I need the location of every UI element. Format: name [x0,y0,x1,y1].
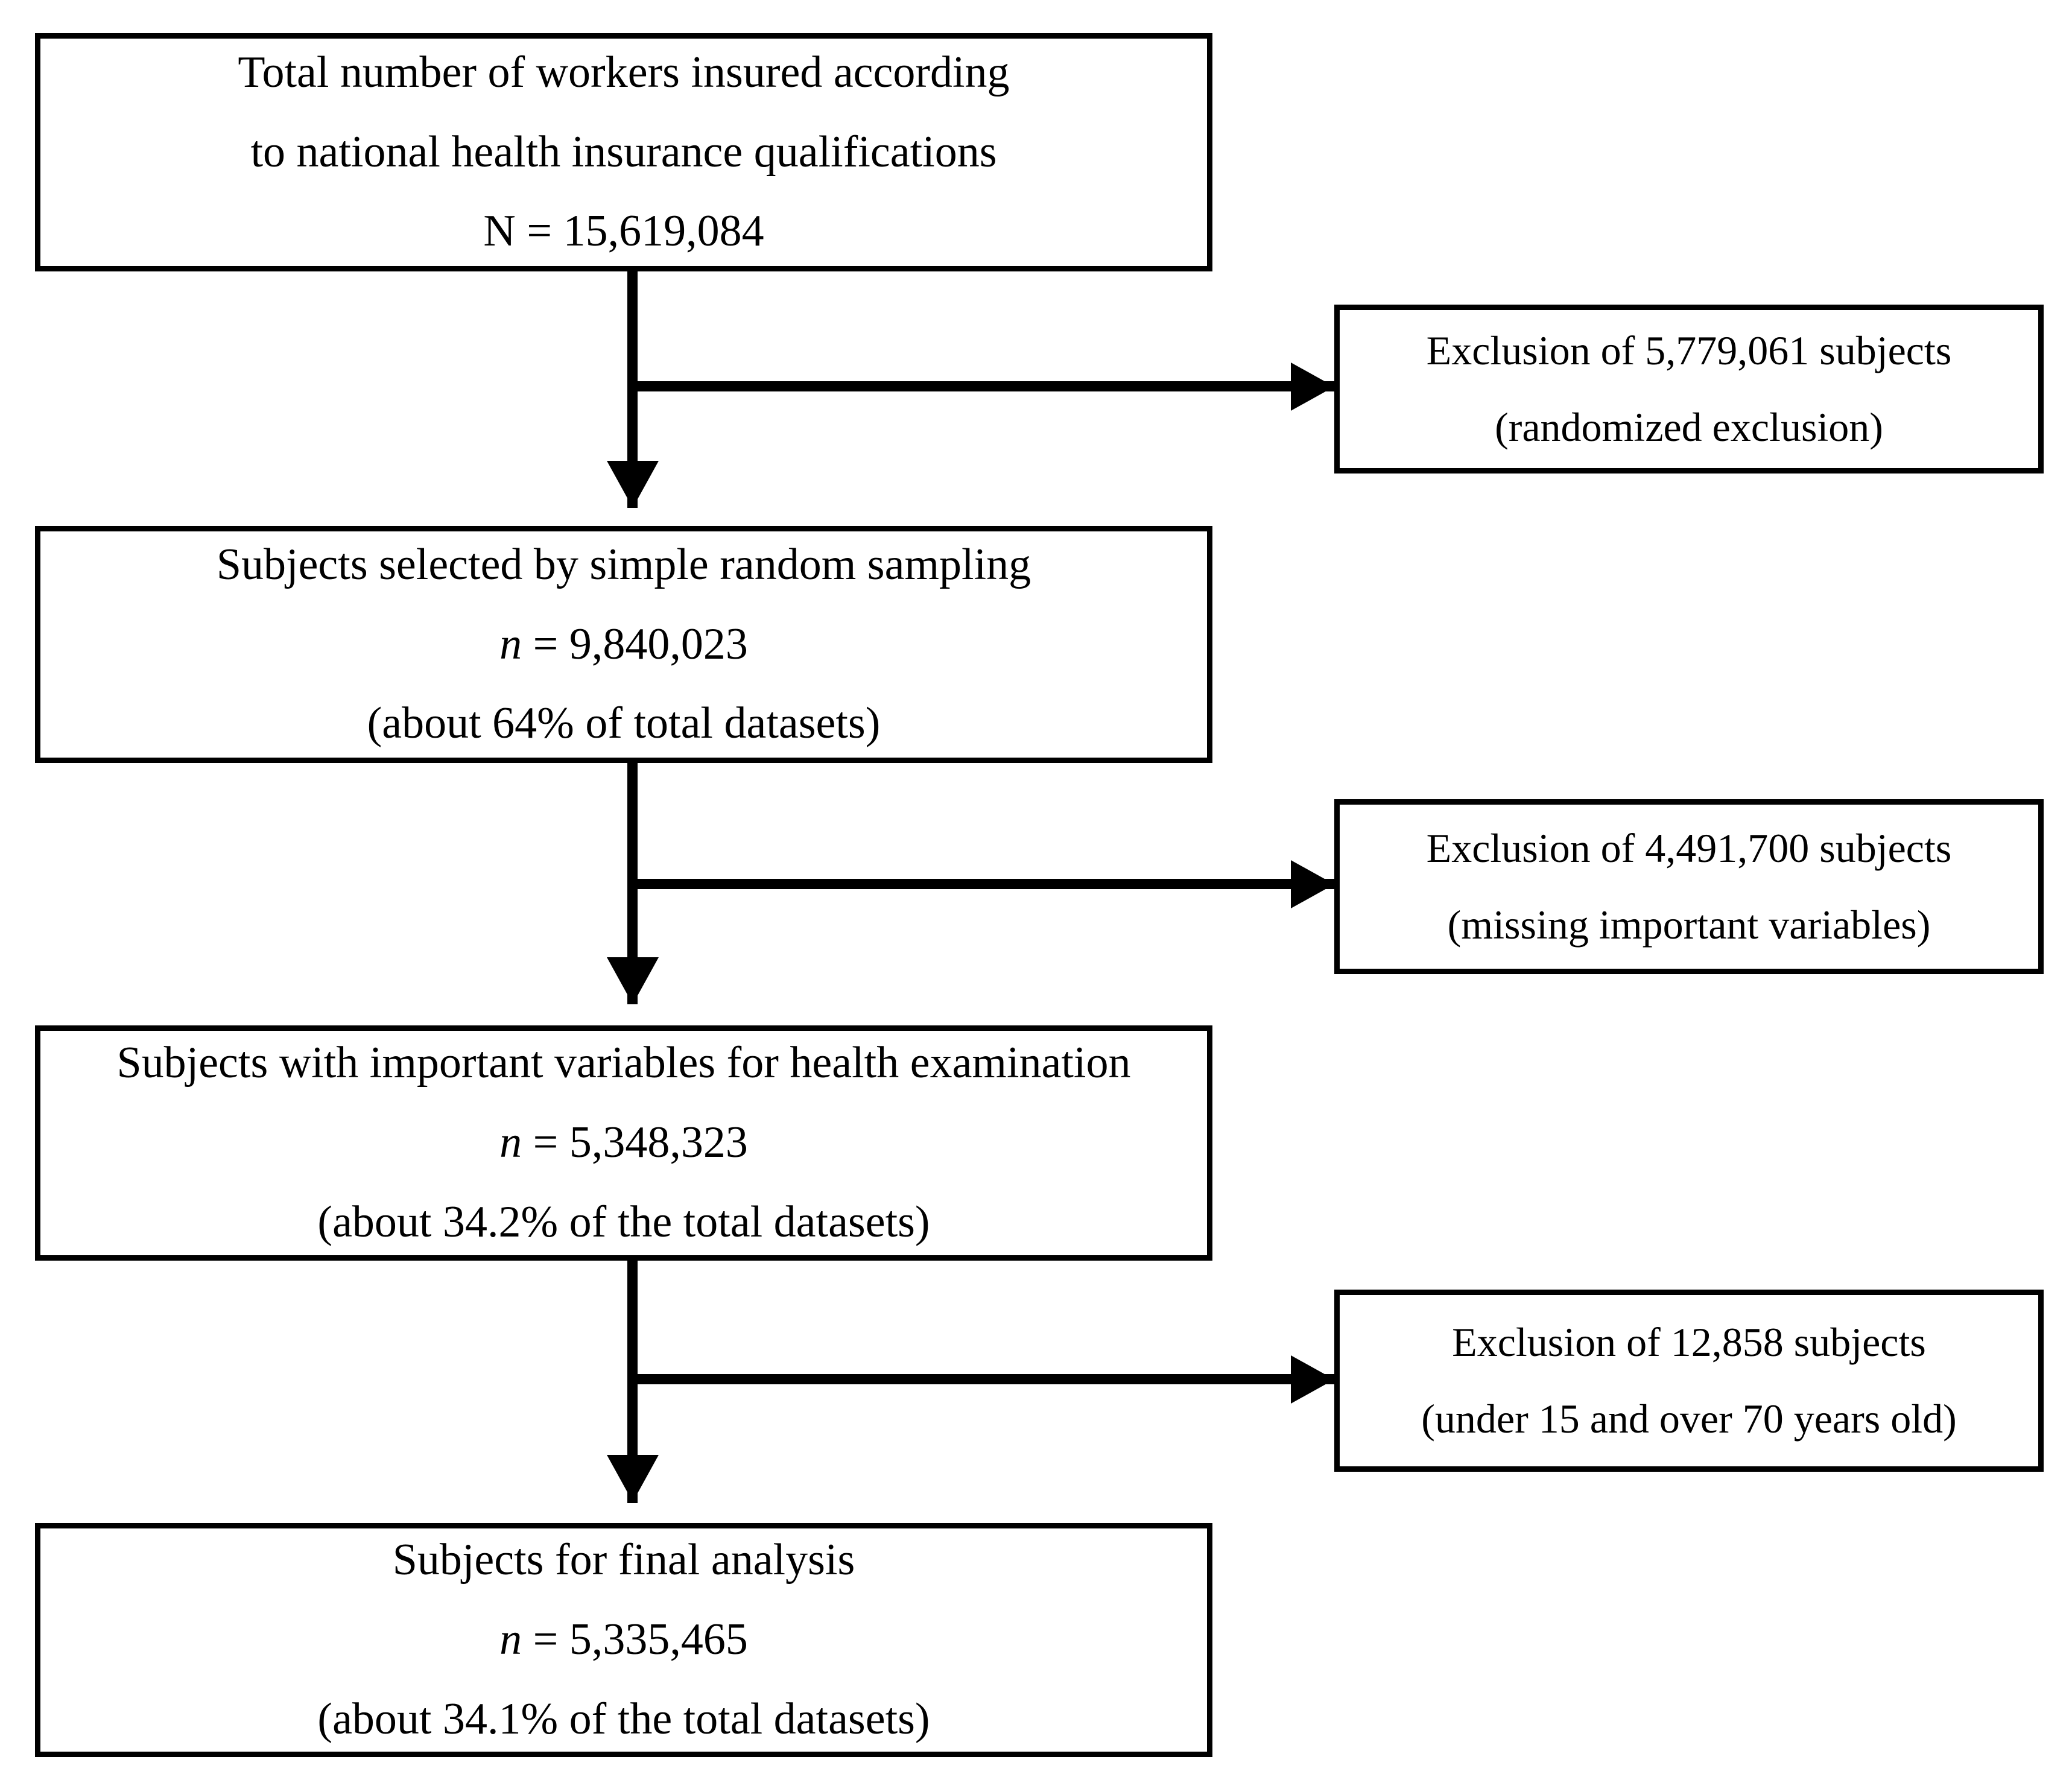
arrowhead-down-icon-to-sampled [607,461,659,508]
node-final-analysis-count: n = 5,335,465 [40,1615,1207,1665]
node-sampled-subjects-percent: (about 64% of total datasets) [367,698,881,749]
node-exclusion-age: Exclusion of 12,858 subjects (under 15 a… [1334,1290,2044,1472]
connector-branch-to-exclusion-missing [627,879,1336,889]
node-total-workers: Total number of workers insured accordin… [35,33,1212,271]
node-exclusion-randomized: Exclusion of 5,779,061 subjects (randomi… [1334,305,2044,473]
node-subjects-with-variables: Subjects with important variables for he… [35,1025,1212,1261]
node-final-analysis: Subjects for final analysis n = 5,335,46… [35,1523,1212,1757]
arrowhead-right-icon-exclusion-missing [1291,860,1334,908]
count-value: = 9,840,023 [522,619,748,669]
arrowhead-down-icon-to-variables [607,957,659,1004]
connector-branch-to-exclusion-random [627,381,1336,391]
node-total-workers-line-1: Total number of workers insured accordin… [238,47,1010,97]
node-final-analysis-line-1: Subjects for final analysis [392,1535,855,1585]
node-sampled-subjects: Subjects selected by simple random sampl… [35,526,1212,763]
count-symbol-n: n [499,1615,522,1665]
node-sampled-subjects-line-1: Subjects selected by simple random sampl… [216,539,1031,589]
arrowhead-right-icon-exclusion-random [1291,363,1334,411]
connector-branch-to-exclusion-age [627,1374,1336,1384]
node-exclusion-age-count: Exclusion of 12,858 subjects [1452,1319,1926,1365]
arrowhead-right-icon-exclusion-age [1291,1355,1334,1404]
node-exclusion-missing-variables-reason: (missing important variables) [1447,902,1931,948]
node-total-workers-count: N = 15,619,084 [483,206,764,256]
node-exclusion-missing-variables: Exclusion of 4,491,700 subjects (missing… [1334,799,2044,974]
count-value: = 5,348,323 [522,1118,748,1168]
node-exclusion-randomized-count: Exclusion of 5,779,061 subjects [1426,327,1952,373]
count-value: = 5,335,465 [522,1615,748,1665]
node-final-analysis-percent: (about 34.1% of the total datasets) [317,1694,930,1744]
node-exclusion-age-reason: (under 15 and over 70 years old) [1421,1396,1957,1442]
count-symbol-n: n [499,619,522,669]
node-subjects-with-variables-line-1: Subjects with important variables for he… [116,1038,1131,1088]
node-total-workers-line-2: to national health insurance qualificati… [250,127,997,177]
node-subjects-with-variables-count: n = 5,348,323 [40,1118,1207,1168]
node-exclusion-missing-variables-count: Exclusion of 4,491,700 subjects [1426,825,1952,871]
node-exclusion-randomized-reason: (randomized exclusion) [1495,404,1883,450]
arrowhead-down-icon-to-final [607,1455,659,1502]
node-sampled-subjects-count: n = 9,840,023 [40,621,1207,668]
node-subjects-with-variables-percent: (about 34.2% of the total datasets) [317,1197,930,1247]
count-symbol-n: n [499,1118,522,1168]
